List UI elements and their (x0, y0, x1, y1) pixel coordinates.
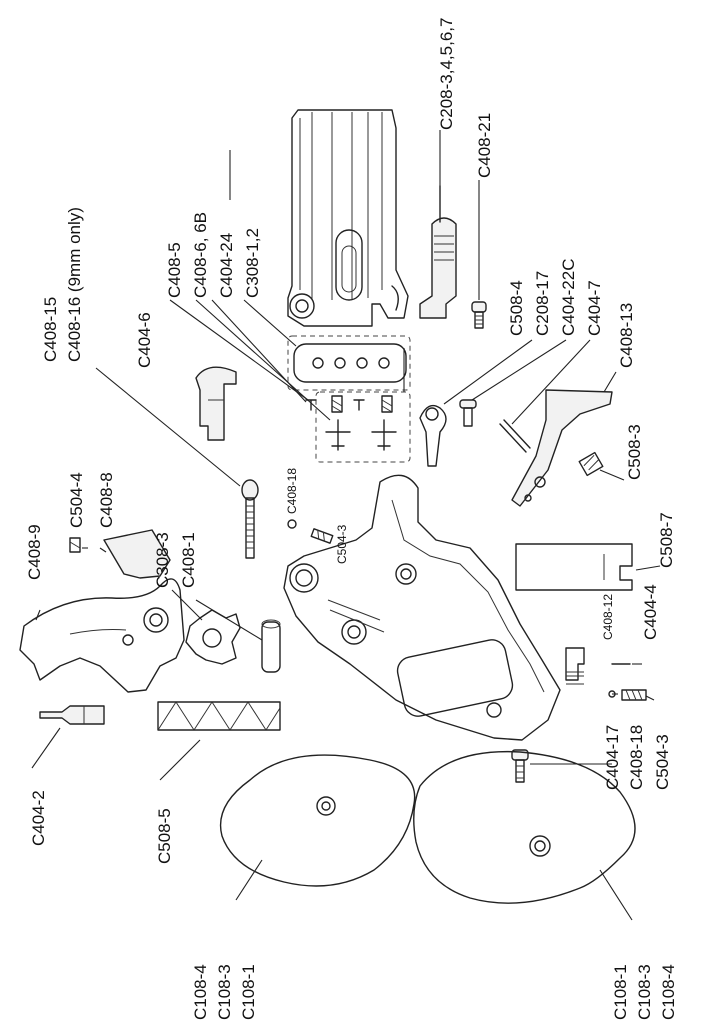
label-c404-7: C404-7 (585, 280, 604, 336)
pin-c404-2 (39, 705, 105, 725)
leader-lines (31, 130, 661, 921)
label-c308-3: C308-3 (153, 532, 172, 588)
barrel-assembly (287, 109, 409, 327)
label-c404-6: C404-6 (135, 312, 154, 368)
label-c508-5: C508-5 (155, 808, 174, 864)
spring-c508-3 (578, 451, 604, 477)
screw-c408-21 (471, 180, 487, 329)
label-c408-1: C408-1 (179, 532, 198, 588)
label-c408-13: C408-13 (617, 303, 636, 368)
small-parts-lower-right (565, 647, 647, 701)
label-c208-3: C208-3,4,5,6,7 (437, 18, 456, 130)
parts-c504-4-c408-8 (69, 529, 171, 579)
label-grip-left-1: C108-4 (191, 964, 210, 1020)
label-c408-21: C408-21 (475, 113, 494, 178)
label-c404-4: C404-4 (641, 584, 660, 640)
label-c408-16: C408-16 (9mm only) (65, 207, 84, 362)
firing-pin-group (287, 335, 411, 463)
label-grip-right-3: C108-4 (659, 964, 678, 1020)
label-c404-17: C404-17 (603, 725, 622, 790)
label-c408-9: C408-9 (25, 524, 44, 580)
plate-c508-7 (515, 543, 633, 591)
label-c408-8: C408-8 (97, 472, 116, 528)
extractor-part (419, 185, 457, 319)
frame (283, 474, 561, 741)
hammer-c408-9 (19, 578, 185, 693)
label-c508-3: C508-3 (625, 424, 644, 480)
screw-c404-17 (511, 749, 529, 783)
label-grip-right-2: C108-3 (635, 964, 654, 1020)
label-c404-24: C404-24 (217, 233, 236, 298)
label-c504-4: C504-4 (67, 472, 86, 528)
small-parts-right (419, 399, 531, 467)
label-c504-3-bot: C504-3 (653, 734, 672, 790)
label-grip-left-2: C108-3 (215, 964, 234, 1020)
label-c408-6: C408-6, 6B (191, 212, 210, 298)
lever-c408-13 (511, 389, 613, 507)
label-c508-4: C508-4 (507, 280, 526, 336)
part-c404-6 (195, 366, 237, 441)
label-c408-15: C408-15 (41, 297, 60, 362)
label-c404-2: C404-2 (29, 790, 48, 846)
spring-c508-5 (157, 701, 281, 731)
label-c308-1: C308-1,2 (243, 228, 262, 298)
parts-c308-3-c408-1 (185, 609, 281, 673)
label-c408-12: C408-12 (601, 594, 615, 640)
label-grip-left-3: C108-1 (239, 964, 258, 1020)
part-labels: C208-3,4,5,6,7 C408-21 C408-15 C408-16 (… (25, 18, 678, 1020)
label-c408-18-top: C408-18 (285, 468, 299, 514)
grip-panel-right (413, 750, 636, 904)
label-c208-17: C208-17 (533, 271, 552, 336)
label-c408-18-bot: C408-18 (627, 725, 646, 790)
screw-c408-15 (241, 479, 259, 559)
pin-spring-top (287, 519, 334, 544)
label-c408-5: C408-5 (165, 242, 184, 298)
label-c404-22c: C404-22C (559, 259, 578, 337)
label-c504-3-top: C504-3 (335, 524, 349, 564)
grip-panel-left (219, 754, 416, 887)
label-grip-right-1: C108-1 (611, 964, 630, 1020)
label-c508-7: C508-7 (657, 512, 676, 568)
